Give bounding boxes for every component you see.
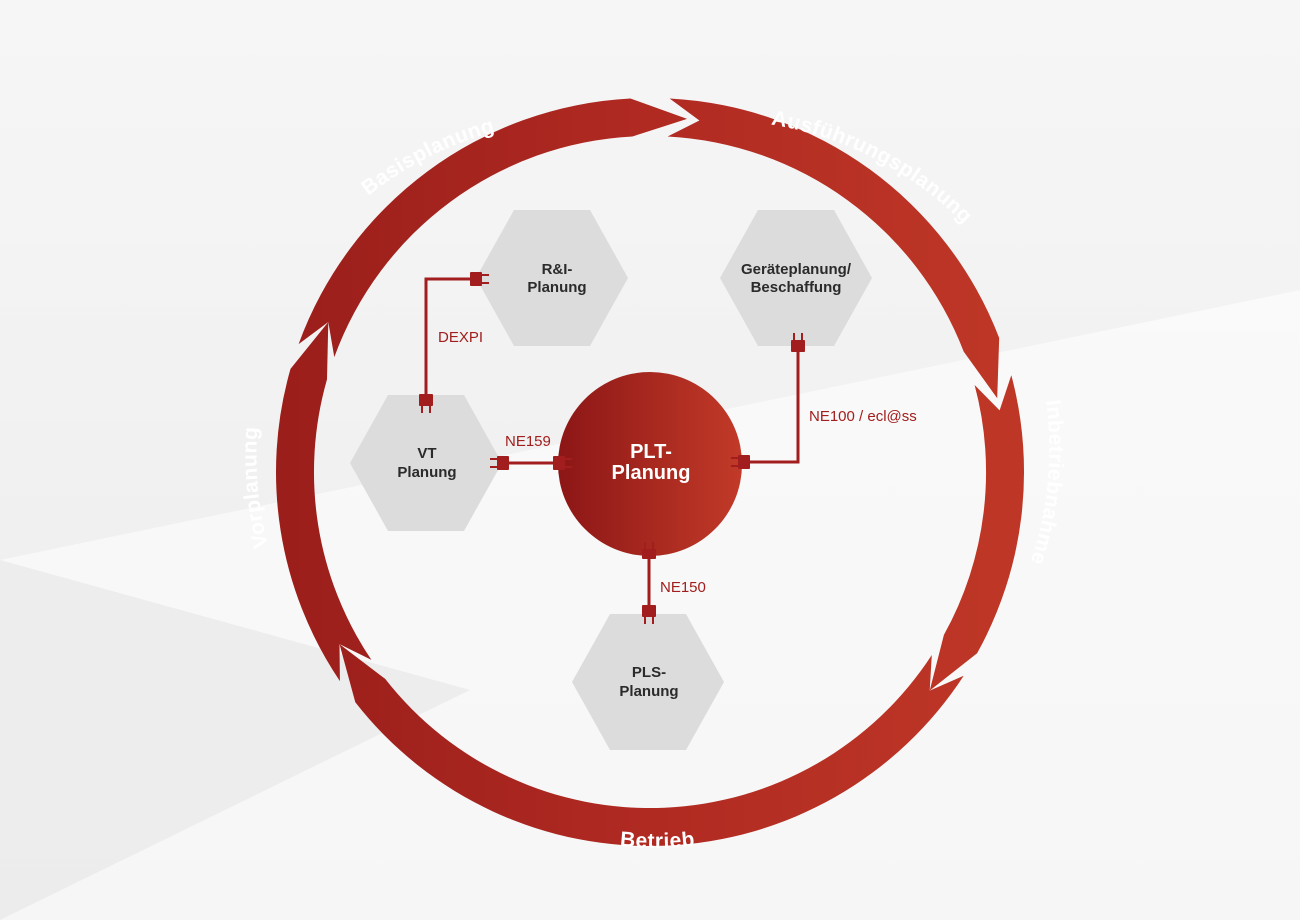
node-label-pls-line2: Planung xyxy=(619,683,678,700)
plug-icon-ri xyxy=(470,272,489,286)
lifecycle-ring xyxy=(276,98,1025,847)
plug-icon-circle-left xyxy=(553,456,572,470)
node-label-geraete-line2: Beschaffung xyxy=(751,279,842,296)
plug-icon-vt-right xyxy=(490,456,509,470)
plug-icon-geraete xyxy=(791,333,805,352)
ring-segment-inbetriebnahme xyxy=(929,375,1025,691)
ring-segment-ausfuehrungsplanung xyxy=(667,98,1000,399)
node-label-geraete-line1: Geräteplanung/ xyxy=(741,261,852,278)
connection-label-dexpi: DEXPI xyxy=(438,329,483,346)
line-dexpi xyxy=(424,277,474,396)
ring-label-betrieb: Betrieb xyxy=(619,828,696,853)
plug-icon-circle-bottom xyxy=(642,542,656,559)
connection-label-ne150: NE150 xyxy=(660,579,706,596)
node-label-ri-line2: Planung xyxy=(527,279,586,296)
plug-icon-vt-top xyxy=(419,394,433,413)
hexagon-pls-planung xyxy=(572,614,724,750)
hexagon-ri-planung xyxy=(476,210,628,346)
hexagon-geraeteplanung xyxy=(720,210,872,346)
plug-icon-pls xyxy=(642,605,656,624)
center-label-line2: Planung xyxy=(612,462,691,484)
connection-lines xyxy=(424,277,800,607)
line-ne100 xyxy=(745,350,800,464)
node-label-pls-line1: PLS- xyxy=(632,664,666,681)
plug-connectors xyxy=(419,272,805,624)
node-label-vt-line2: Planung xyxy=(397,464,456,481)
ring-segment-basisplanung xyxy=(298,98,688,358)
connection-label-ne159: NE159 xyxy=(505,433,551,450)
connection-label-ne100: NE100 / ecl@ss xyxy=(809,408,917,425)
ring-segment-betrieb xyxy=(339,644,964,847)
center-label-line1: PLT- xyxy=(630,441,672,463)
ring-segment-vorplanung xyxy=(276,322,372,682)
hexagon-vt-planung xyxy=(350,395,502,531)
node-label-vt-line1: VT xyxy=(417,445,436,462)
plug-icon-circle-right xyxy=(731,455,750,469)
background-shape-2 xyxy=(0,560,470,920)
node-label-ri-line1: R&I- xyxy=(542,261,573,278)
center-circle-plt-planung xyxy=(558,372,742,556)
